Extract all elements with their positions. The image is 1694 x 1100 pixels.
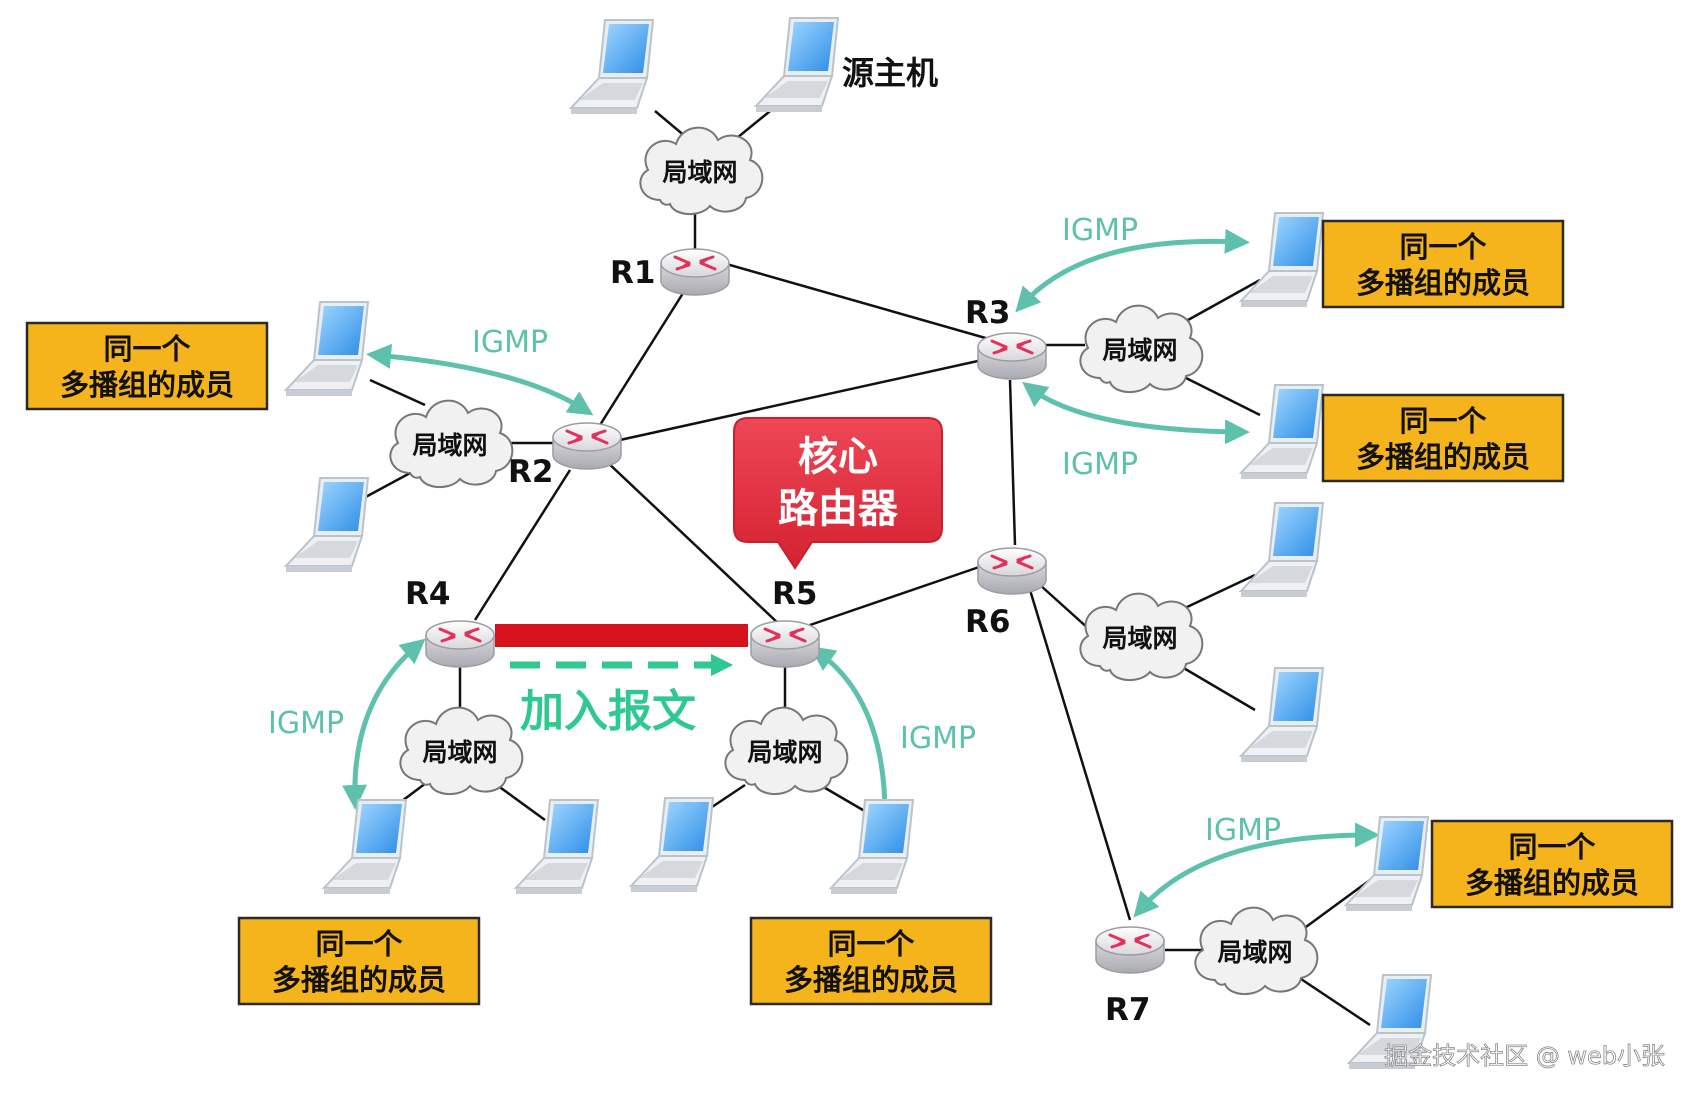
svg-text:IGMP: IGMP — [472, 325, 548, 360]
source-host-label: 源主机 — [842, 54, 938, 92]
svg-text:局域网: 局域网 — [662, 158, 737, 187]
member-box-r7: 同一个 多播组的成员 — [1430, 819, 1674, 909]
laptop-icon — [1240, 384, 1324, 480]
core-router-label-line2: 路由器 — [778, 486, 899, 532]
core-router-callout: 核心 路由器 — [733, 417, 943, 570]
svg-text:局域网: 局域网 — [1217, 938, 1292, 967]
svg-text:多播组的成员: 多播组的成员 — [784, 963, 958, 997]
svg-text:同一个: 同一个 — [1508, 830, 1596, 864]
igmp-arrow-r4 — [342, 638, 426, 810]
cloud-lan-r4: 局域网 — [399, 706, 524, 796]
laptop-icon — [630, 797, 714, 893]
svg-text:IGMP: IGMP — [1062, 447, 1138, 482]
router-icon — [659, 247, 731, 297]
cloud-lan-r6: 局域网 — [1079, 592, 1204, 682]
router-icon — [976, 546, 1048, 596]
svg-text:局域网: 局域网 — [422, 738, 497, 767]
igmp-labels: IGMP IGMP IGMP IGMP IGMP IGMP — [268, 213, 1281, 848]
svg-text:局域网: 局域网 — [747, 738, 822, 767]
member-box-r5: 同一个 多播组的成员 — [749, 916, 993, 1006]
core-router-label-line1: 核心 — [798, 434, 878, 480]
svg-text:同一个: 同一个 — [1399, 230, 1487, 264]
cloud-lan-r5: 局域网 — [724, 706, 849, 796]
router-label-r1: R1 — [610, 255, 655, 291]
laptop-icon — [1345, 816, 1429, 912]
router-label-r7: R7 — [1105, 992, 1150, 1028]
member-box-left: 同一个 多播组的成员 — [25, 321, 269, 411]
router-icon — [424, 619, 496, 669]
member-box-r4: 同一个 多播组的成员 — [237, 916, 481, 1006]
laptop-icon — [323, 799, 407, 895]
router-icon — [749, 619, 821, 669]
highlighted-link-r4-r5 — [495, 624, 748, 647]
router-icon — [551, 421, 623, 471]
igmp-arrow-r5 — [809, 646, 898, 825]
watermark: 掘金技术社区 @ web小张 — [1384, 1042, 1665, 1070]
svg-text:IGMP: IGMP — [268, 706, 344, 741]
svg-text:多播组的成员: 多播组的成员 — [1356, 440, 1530, 474]
laptop-icon — [1240, 212, 1324, 308]
igmp-arrows — [342, 228, 1380, 918]
laptop-icon — [1240, 502, 1324, 598]
igmp-arrow-r3-top — [1015, 228, 1250, 313]
cloud-lan-r7: 局域网 — [1194, 906, 1319, 996]
svg-text:多播组的成员: 多播组的成员 — [272, 963, 446, 997]
laptop-icon — [830, 799, 914, 895]
svg-text:IGMP: IGMP — [1062, 213, 1138, 248]
laptop-icon — [570, 19, 654, 115]
member-box-r3-top: 同一个 多播组的成员 — [1321, 219, 1565, 309]
svg-text:同一个: 同一个 — [827, 927, 915, 961]
member-box-r3-bottom: 同一个 多播组的成员 — [1321, 393, 1565, 483]
svg-text:局域网: 局域网 — [412, 431, 487, 460]
svg-text:IGMP: IGMP — [900, 721, 976, 756]
laptop-icon — [285, 477, 369, 573]
laptop-icon — [755, 17, 839, 113]
cloud-lan-r2: 局域网 — [389, 399, 514, 489]
svg-text:局域网: 局域网 — [1102, 336, 1177, 365]
laptop-icon — [1240, 667, 1324, 763]
router-icon — [1094, 925, 1166, 975]
router-label-r4: R4 — [405, 576, 450, 612]
router-icon — [976, 331, 1048, 381]
igmp-arrow-r7 — [1133, 822, 1380, 918]
igmp-arrow-r2 — [366, 343, 594, 416]
router-label-r2: R2 — [508, 454, 553, 490]
cloud-lan-r3: 局域网 — [1079, 304, 1204, 394]
router-label-r6: R6 — [965, 604, 1010, 640]
svg-text:多播组的成员: 多播组的成员 — [1465, 866, 1639, 900]
cloud-lan-r1: 局域网 — [639, 126, 764, 216]
router-label-r5: R5 — [772, 576, 817, 612]
router-label-r3: R3 — [965, 295, 1010, 331]
laptop-icon — [515, 799, 599, 895]
laptop-icon — [285, 301, 369, 397]
svg-text:同一个: 同一个 — [315, 927, 403, 961]
igmp-arrow-r3-bottom — [1022, 381, 1250, 445]
svg-text:多播组的成员: 多播组的成员 — [1356, 266, 1530, 300]
router-labels: R1 R2 R3 R4 R5 R6 R7 — [405, 255, 1150, 1028]
lan-clouds: 局域网 局域网 局域网 局域网 局域网 局域网 局域网 — [389, 126, 1319, 996]
svg-text:同一个: 同一个 — [1399, 404, 1487, 438]
svg-text:IGMP: IGMP — [1205, 813, 1281, 848]
member-boxes: 同一个 多播组的成员 同一个 多播组的成员 同一个 多播组的成员 同一个 多播组… — [25, 219, 1674, 1006]
join-message-label: 加入报文 — [520, 686, 696, 737]
svg-text:局域网: 局域网 — [1102, 624, 1177, 653]
svg-text:同一个: 同一个 — [103, 332, 191, 366]
svg-text:多播组的成员: 多播组的成员 — [60, 368, 234, 402]
